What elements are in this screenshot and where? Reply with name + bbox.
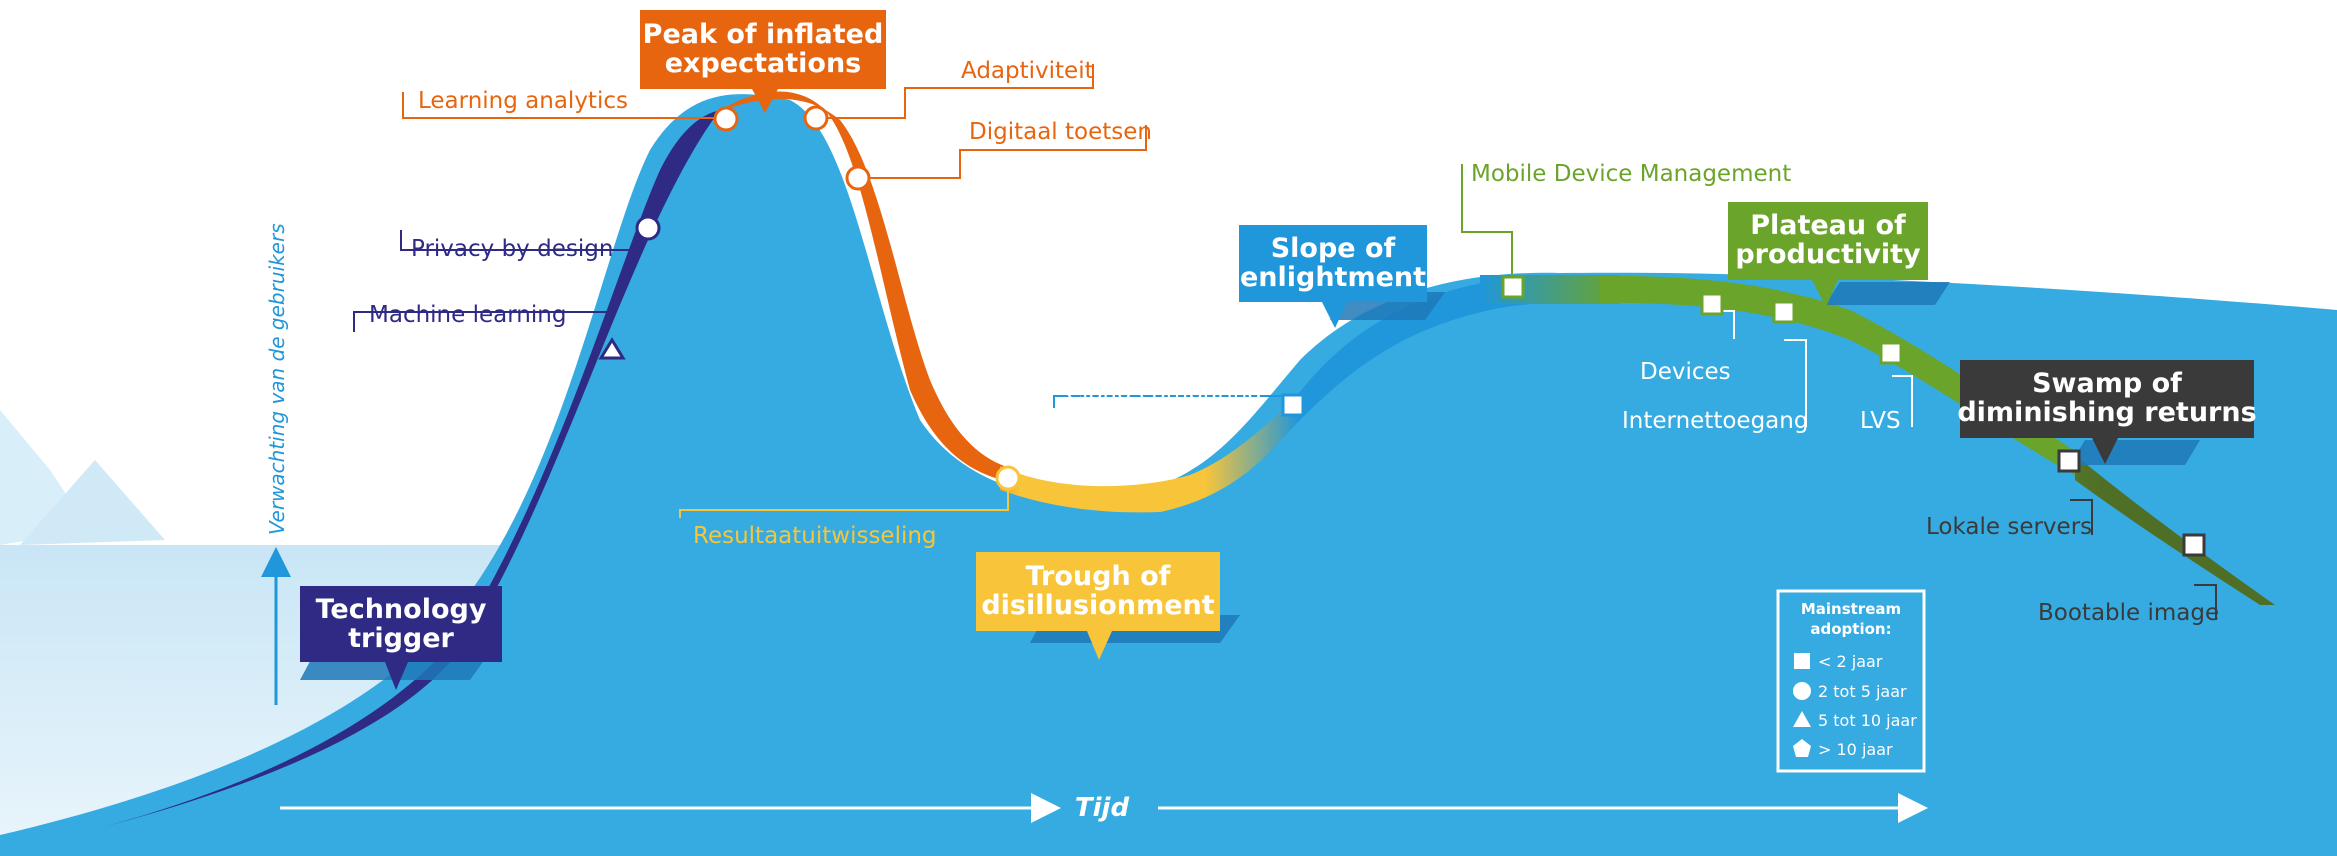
plateau-line-2: productivity <box>1735 239 1921 270</box>
triangle-icon <box>1793 711 1811 727</box>
callout-trough: Trough of disillusionment <box>976 552 1220 660</box>
trough-line-2: disillusionment <box>981 590 1214 621</box>
callout-technology-trigger: Technology trigger <box>300 586 502 690</box>
square-icon <box>1772 300 1796 324</box>
label-devices: Devices <box>1640 359 1731 385</box>
legend-title-line-2: adoption: <box>1810 620 1891 638</box>
legend: Mainstream adoption: < 2 jaar 2 tot 5 ja… <box>1776 589 1926 773</box>
circle-icon <box>635 215 661 241</box>
slope-line-1: Slope of <box>1271 233 1396 264</box>
peak-line-1: Peak of inflated <box>643 19 884 50</box>
triangle-icon <box>598 337 626 360</box>
y-axis-label: Verwachting van de gebruikers <box>265 223 289 535</box>
x-axis-label: Tijd <box>1075 793 1130 823</box>
label-adaptiviteit: Adaptiviteit <box>961 58 1094 84</box>
circle-icon <box>803 105 829 131</box>
label-bootable-image: Bootable image <box>2038 600 2219 626</box>
label-internettoegang: Internettoegang <box>1622 408 1808 434</box>
label-mobile-device-management: Mobile Device Management <box>1471 161 1791 187</box>
callout-slope: Slope of enlightment <box>1239 225 1427 328</box>
callout-plateau: Plateau of productivity <box>1728 202 1928 307</box>
trough-line-1: Trough of <box>1026 561 1171 592</box>
circle-icon <box>1793 682 1811 700</box>
swamp-line-2: diminishing returns <box>1957 397 2256 428</box>
hype-cycle-area <box>0 94 2337 856</box>
legend-item-2: 2 tot 5 jaar <box>1818 682 1907 701</box>
label-digitaal-toetsen: Digitaal toetsen <box>969 119 1152 145</box>
technology-trigger-line-2: trigger <box>348 623 454 654</box>
legend-item-4: > 10 jaar <box>1818 740 1893 759</box>
square-icon <box>1879 341 1903 365</box>
circle-icon <box>845 165 871 191</box>
label-learning-analytics: Learning analytics <box>418 88 628 114</box>
leader-lines <box>353 64 2217 620</box>
technology-markers <box>598 105 2206 557</box>
square-icon <box>1501 275 1525 299</box>
swamp-line-1: Swamp of <box>2032 368 2182 399</box>
callout-swamp: Swamp of diminishing returns <box>1957 360 2257 464</box>
label-cloud-computing: Cloud computing <box>1066 380 1262 406</box>
square-icon <box>1281 393 1305 417</box>
plateau-curve <box>1600 275 2080 478</box>
circle-icon <box>713 106 739 132</box>
label-lokale-servers: Lokale servers <box>1926 514 2092 540</box>
slope-line-2: enlightment <box>1240 262 1426 293</box>
y-axis: Verwachting van de gebruikers <box>261 223 291 705</box>
plateau-line-1: Plateau of <box>1750 210 1906 241</box>
pentagon-icon <box>1793 739 1811 757</box>
legend-title-line-1: Mainstream <box>1801 600 1901 618</box>
callout-peak: Peak of inflated expectations <box>640 10 886 113</box>
label-machine-learning: Machine learning <box>369 302 566 328</box>
circle-icon <box>995 465 1021 491</box>
x-axis: Tijd <box>280 793 1928 823</box>
technology-labels: Machine learning Privacy by design Learn… <box>369 58 2219 626</box>
label-privacy-by-design: Privacy by design <box>411 236 613 262</box>
legend-item-1: < 2 jaar <box>1818 652 1883 671</box>
trigger-curve <box>80 110 720 833</box>
trough-curve <box>1000 395 1300 513</box>
label-lvs: LVS <box>1860 408 1901 434</box>
square-icon <box>2057 449 2081 473</box>
legend-item-3: 5 tot 10 jaar <box>1818 711 1917 730</box>
square-icon <box>1700 292 1724 316</box>
square-icon <box>1794 653 1810 669</box>
label-resultaatuitwisseling: Resultaatuitwisseling <box>693 523 937 549</box>
square-icon <box>2182 533 2206 557</box>
peak-line-2: expectations <box>665 48 862 79</box>
technology-trigger-line-1: Technology <box>316 594 487 625</box>
